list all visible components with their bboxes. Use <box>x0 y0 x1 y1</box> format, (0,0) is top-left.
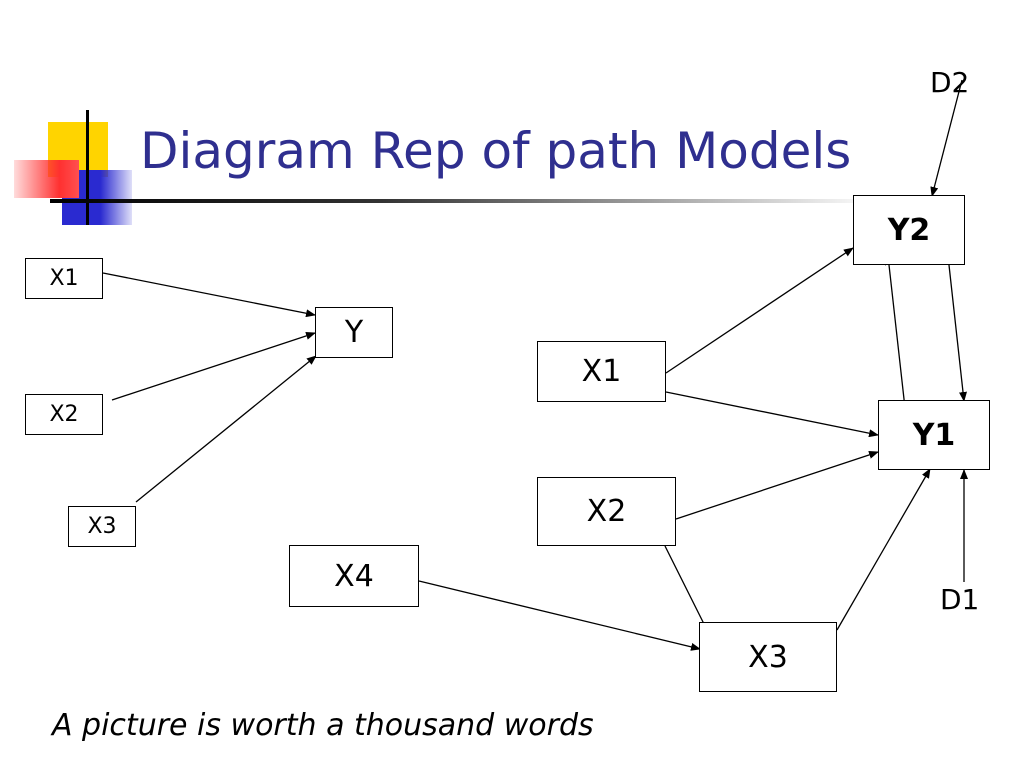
title-ornament-red-bar <box>14 160 79 198</box>
node-left-x2: X2 <box>25 394 103 435</box>
node-right-x1: X1 <box>537 341 666 402</box>
arrow-y1-to-y2 <box>885 255 906 409</box>
arrow-x1-to-y1 <box>665 391 879 438</box>
title-underline-rule <box>50 199 880 203</box>
node-left-x1: X1 <box>25 258 103 299</box>
node-right-x3: X3 <box>699 622 837 692</box>
slide-caption: A picture is worth a thousand words <box>52 708 594 743</box>
node-left-y: Y <box>315 307 393 358</box>
arrow-x2-to-x3 <box>664 545 709 633</box>
arrow-x1-to-y2 <box>665 247 854 374</box>
arrow-left-x2-to-y <box>111 332 316 401</box>
node-right-x2: X2 <box>537 477 676 546</box>
arrow-left-x3-to-y <box>135 355 317 503</box>
arrow-x4-to-x3 <box>418 580 701 651</box>
arrow-d2-to-y2 <box>930 79 963 197</box>
disturbance-d1-label: D1 <box>940 583 980 616</box>
arrow-left-x1-to-y <box>102 272 316 318</box>
arrow-x2-to-y1 <box>675 451 879 520</box>
title-ornament-vertical-line <box>86 110 89 225</box>
slide-title: Diagram Rep of path Models <box>140 122 852 180</box>
disturbance-d2-label: D2 <box>930 66 970 99</box>
node-right-y2: Y2 <box>853 195 965 265</box>
arrow-x3-to-y1 <box>836 468 931 631</box>
node-right-x4: X4 <box>289 545 419 607</box>
node-right-y1: Y1 <box>878 400 990 470</box>
node-left-x3: X3 <box>68 506 136 547</box>
arrow-y2-to-y1 <box>947 255 967 402</box>
